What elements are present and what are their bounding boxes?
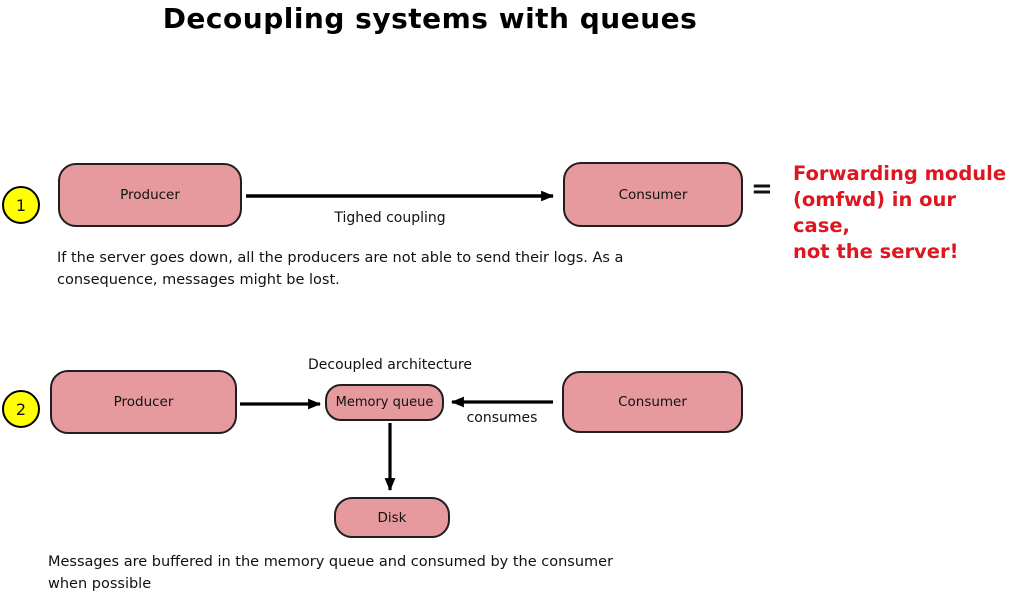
consumes-label: consumes (466, 410, 538, 426)
consumer-node-2: Consumer (562, 371, 743, 433)
memory-queue-node: Memory queue (325, 384, 444, 421)
diagram-title: Decoupling systems with queues (162, 2, 698, 35)
disk-node: Disk (334, 497, 450, 538)
consumer-node-1: Consumer (563, 162, 743, 227)
producer-node-1: Producer (58, 163, 242, 227)
equals-sign: = (751, 174, 773, 204)
decoupled-note: Messages are buffered in the memory queu… (48, 554, 614, 592)
step-2-badge: 2 (2, 390, 40, 428)
tight-coupling-note: If the server goes down, all the produce… (57, 250, 624, 288)
step-1-badge: 1 (2, 186, 40, 224)
decoupled-architecture-label: Decoupled architecture (308, 357, 472, 373)
producer-node-2: Producer (50, 370, 237, 434)
forwarding-module-annotation: Forwarding module (omfwd) in our case, n… (793, 162, 1007, 263)
tight-coupling-label: Tighed coupling (334, 210, 446, 226)
